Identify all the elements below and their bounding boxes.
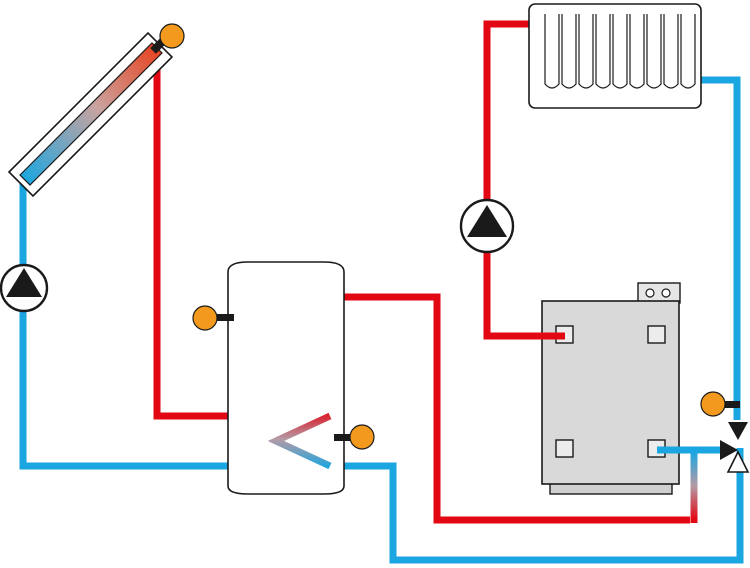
tank-upper-sensor-icon [192,305,218,331]
heating-pump-icon [459,198,515,254]
solar-pump-icon [0,263,49,313]
radiator-icon [528,3,702,109]
tank-upper-sensor-pocket [208,314,234,321]
collector-sensor-icon [159,23,185,49]
tank-lower-sensor-icon [349,424,375,450]
boiler-control-panel [637,282,681,304]
return-sensor-icon [700,391,726,417]
tank-hot-pipe [344,293,690,524]
radiator-return-pipe [700,76,741,420]
tank-lower-sensor-pocket [334,434,360,441]
tank-cold-pipe [344,448,744,564]
tank-coil [267,412,332,470]
solar-collector-icon [7,31,174,198]
boiler-icon [541,282,681,495]
heating-flow-pipe [483,20,565,340]
return-sensor-pocket [716,401,740,408]
three-way-valve-icon [720,422,750,473]
boiler-port-top-right [647,325,666,344]
storage-tank-icon [227,261,345,495]
boiler-port-bottom-left [555,439,574,458]
